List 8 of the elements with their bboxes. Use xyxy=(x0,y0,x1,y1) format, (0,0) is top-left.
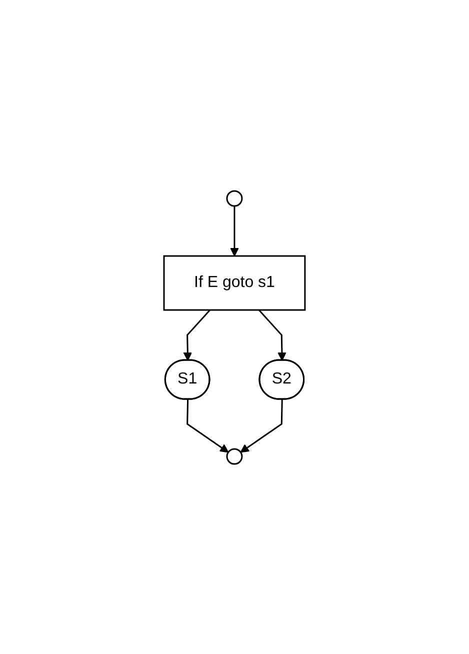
arrow xyxy=(240,398,283,452)
node-box: If E goto s1 xyxy=(163,254,306,310)
arrow xyxy=(183,309,211,360)
node-circle xyxy=(226,448,243,464)
arrow xyxy=(258,309,286,360)
arrow xyxy=(186,398,229,452)
arrow xyxy=(230,206,239,256)
node-circle xyxy=(226,190,243,206)
